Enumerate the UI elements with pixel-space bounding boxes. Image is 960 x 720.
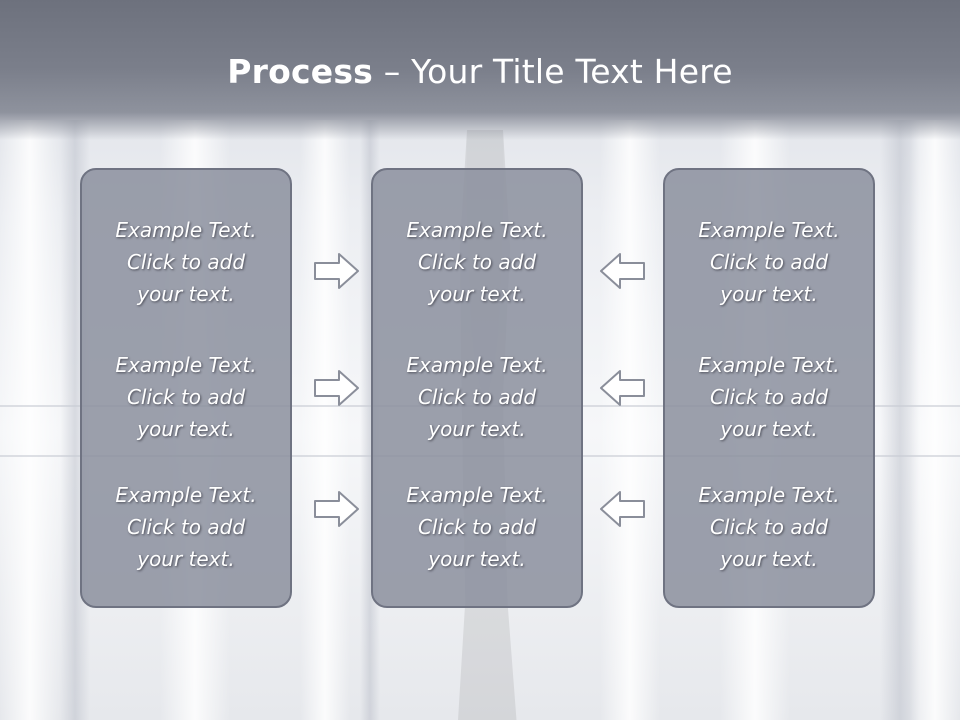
text-placeholder[interactable]: Example Text. Click to add your text. xyxy=(665,349,873,445)
text-line: Example Text. xyxy=(115,218,257,242)
background-pillar xyxy=(910,120,960,720)
text-placeholder[interactable]: Example Text. Click to add your text. xyxy=(373,479,581,575)
text-line: your text. xyxy=(137,547,235,571)
text-line: your text. xyxy=(720,282,818,306)
text-placeholder[interactable]: Example Text. Click to add your text. xyxy=(373,349,581,445)
process-box-left[interactable]: Example Text. Click to add your text. Ex… xyxy=(80,168,292,608)
arrow-right-icon[interactable] xyxy=(313,251,361,291)
arrow-left-icon[interactable] xyxy=(598,368,646,408)
background-pillar xyxy=(600,120,660,720)
title-bar xyxy=(0,0,960,140)
text-line: Click to add xyxy=(126,515,246,539)
text-placeholder[interactable]: Example Text. Click to add your text. xyxy=(373,214,581,310)
text-line: your text. xyxy=(720,547,818,571)
text-line: Example Text. xyxy=(406,483,548,507)
text-line: your text. xyxy=(137,417,235,441)
text-line: Example Text. xyxy=(115,353,257,377)
text-line: Click to add xyxy=(417,515,537,539)
background-pillar xyxy=(300,120,350,720)
background-pillar xyxy=(0,120,60,720)
arrow-right-icon[interactable] xyxy=(313,368,361,408)
text-placeholder[interactable]: Example Text. Click to add your text. xyxy=(82,214,290,310)
slide-title-rest: – Your Title Text Here xyxy=(373,52,733,91)
text-line: Click to add xyxy=(417,250,537,274)
text-line: Example Text. xyxy=(406,218,548,242)
process-box-right[interactable]: Example Text. Click to add your text. Ex… xyxy=(663,168,875,608)
text-line: your text. xyxy=(428,417,526,441)
text-line: Example Text. xyxy=(698,353,840,377)
text-line: your text. xyxy=(137,282,235,306)
text-placeholder[interactable]: Example Text. Click to add your text. xyxy=(665,214,873,310)
text-line: Click to add xyxy=(709,515,829,539)
text-line: Click to add xyxy=(126,250,246,274)
text-line: Click to add xyxy=(126,385,246,409)
arrow-right-icon[interactable] xyxy=(313,489,361,529)
text-line: Example Text. xyxy=(115,483,257,507)
text-line: Example Text. xyxy=(698,218,840,242)
text-line: your text. xyxy=(428,282,526,306)
slide-title-bold: Process xyxy=(227,52,374,91)
text-line: Example Text. xyxy=(698,483,840,507)
text-placeholder[interactable]: Example Text. Click to add your text. xyxy=(82,479,290,575)
text-line: Example Text. xyxy=(406,353,548,377)
text-line: Click to add xyxy=(709,250,829,274)
text-line: your text. xyxy=(720,417,818,441)
slide-title[interactable]: Process – Your Title Text Here xyxy=(0,52,960,91)
arrow-left-icon[interactable] xyxy=(598,489,646,529)
text-placeholder[interactable]: Example Text. Click to add your text. xyxy=(82,349,290,445)
text-line: Click to add xyxy=(417,385,537,409)
process-box-center[interactable]: Example Text. Click to add your text. Ex… xyxy=(371,168,583,608)
text-line: Click to add xyxy=(709,385,829,409)
arrow-left-icon[interactable] xyxy=(598,251,646,291)
text-line: your text. xyxy=(428,547,526,571)
text-placeholder[interactable]: Example Text. Click to add your text. xyxy=(665,479,873,575)
